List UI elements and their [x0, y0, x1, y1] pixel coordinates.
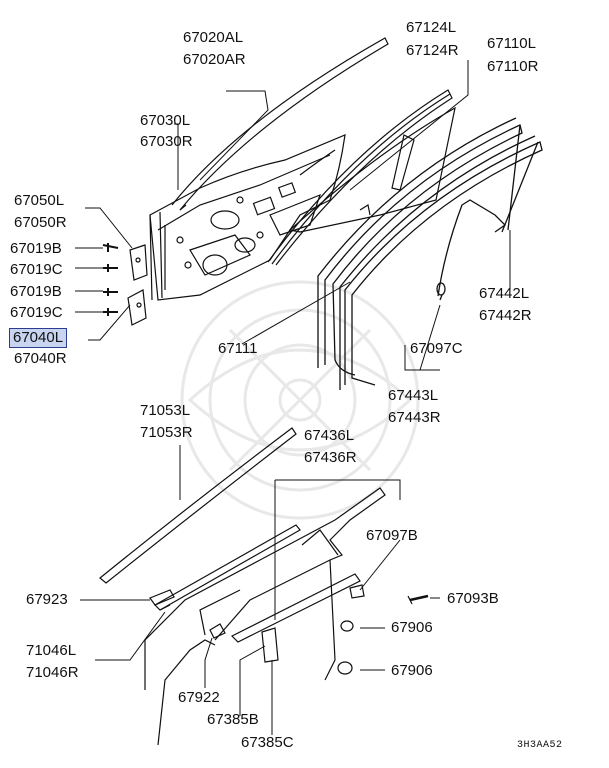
door-hinges — [102, 243, 148, 326]
label-67906[interactable]: 67906 — [391, 662, 433, 679]
label-71046R[interactable]: 71046R — [26, 664, 79, 681]
watermark-emblem — [180, 280, 420, 520]
label-67097C[interactable]: 67097C — [410, 340, 463, 357]
label-71053R[interactable]: 71053R — [140, 424, 193, 441]
label-67443L[interactable]: 67443L — [388, 387, 439, 404]
label-67110R[interactable]: 67110R — [487, 58, 539, 75]
label-67050L[interactable]: 67050L — [14, 192, 65, 209]
label-67124R[interactable]: 67124R — [406, 42, 459, 59]
label-67442L[interactable]: 67442L — [479, 285, 530, 302]
label-67906[interactable]: 67906 — [391, 619, 433, 636]
label-67019C[interactable]: 67019C — [10, 261, 63, 278]
label-71046L[interactable]: 71046L — [26, 642, 77, 659]
label-67097B[interactable]: 67097B — [366, 527, 418, 544]
label-67385C[interactable]: 67385C — [241, 734, 294, 751]
label-67019B[interactable]: 67019B — [10, 240, 62, 257]
label-67111[interactable]: 67111 — [218, 340, 258, 357]
label-67020AR[interactable]: 67020AR — [183, 51, 246, 68]
label-67923[interactable]: 67923 — [26, 591, 68, 608]
diagram-code: 3H3AA52 — [517, 740, 563, 751]
door-assembly — [149, 37, 389, 301]
label-67040L-selected[interactable]: 67040L — [9, 328, 68, 348]
door-glass — [288, 106, 456, 233]
label-67442R[interactable]: 67442R — [479, 307, 532, 324]
label-67436L[interactable]: 67436L — [304, 427, 355, 444]
label-67050R[interactable]: 67050R — [14, 214, 67, 231]
label-67040R[interactable]: 67040R — [14, 350, 67, 367]
door-inner-panel — [149, 134, 346, 301]
label-71053L[interactable]: 71053L — [140, 402, 191, 419]
label-67385B[interactable]: 67385B — [207, 711, 259, 728]
label-67443R[interactable]: 67443R — [388, 409, 441, 426]
label-67030L[interactable]: 67030L — [140, 112, 191, 129]
label-67093B[interactable]: 67093B — [447, 590, 499, 607]
label-67922[interactable]: 67922 — [178, 689, 220, 706]
label-67020AL[interactable]: 67020AL — [183, 29, 244, 46]
leader-lines — [75, 60, 511, 735]
label-67124L[interactable]: 67124L — [406, 19, 457, 36]
label-67110L[interactable]: 67110L — [487, 35, 536, 52]
weatherstrip — [317, 117, 543, 390]
label-67436R[interactable]: 67436R — [304, 449, 357, 466]
label-67019B[interactable]: 67019B — [10, 283, 62, 300]
label-67019C[interactable]: 67019C — [10, 304, 63, 321]
lower-assembly — [99, 427, 429, 746]
door-sash-outer — [171, 37, 389, 211]
label-67030R[interactable]: 67030R — [140, 133, 193, 150]
